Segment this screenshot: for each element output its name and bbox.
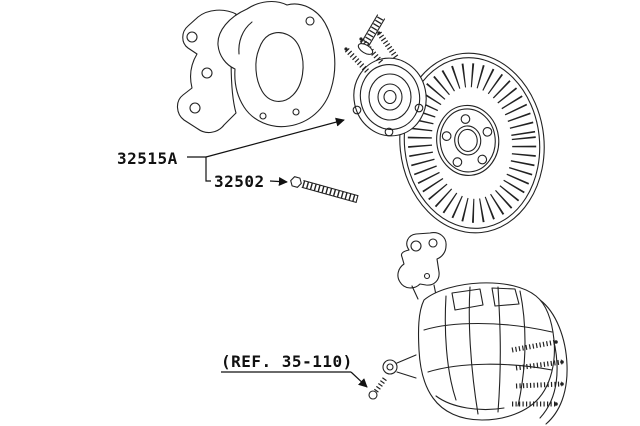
part-number-label-32502: 32502 [214,172,265,191]
disc-vent-hatching [407,63,537,223]
disc-center-bore [454,125,482,156]
hub-flange-inner [359,64,421,130]
disc-bolt-hole [460,114,471,124]
disc-hat-outer [436,104,500,176]
dust-shield-outline [217,0,336,128]
caliper-body [417,282,555,421]
wheel-hub-drawing [344,31,427,137]
banjo-bolt-head [368,390,378,400]
callout-leaders [187,117,368,388]
hub-lug-hole [352,105,362,115]
hub-bearing-ring [368,73,412,121]
caliper-rib [497,286,501,413]
wheel-stud-drawing [357,14,386,55]
hub-flange [353,57,427,137]
knuckle-detail-hole [201,67,213,79]
caliper-mount-bracket [397,232,447,289]
leader-arrow-32502 [269,177,288,187]
hub-stud-tip [344,47,348,51]
brake-disc-drawing [399,52,545,234]
wheel-stud-threads [515,359,563,371]
stud-edge [366,18,386,49]
rear-hub-arc [539,299,568,425]
knuckle-dust-shield-drawing [176,0,336,134]
disc-bolt-hole [482,126,493,137]
reference-label-35-110: (REF. 35-110) [221,352,353,371]
stud-flange-washer [357,43,374,55]
caliper-rib [444,295,457,401]
wheel-stud-tip [560,382,564,386]
dust-shield-hole [292,108,300,116]
bolt-threads [302,180,358,203]
leader-arrow-ref [350,371,368,388]
wheel-stud-tip [560,360,564,364]
fitting-boss [382,359,398,375]
wheel-stud-threads [511,339,557,353]
bolt-edge [303,180,359,197]
caliper-rib [517,290,526,407]
wheel-stud-tip [554,402,558,406]
disc-outer-edge [399,52,545,234]
hub-bore [377,83,403,111]
wheel-stud-threads [515,381,563,389]
hub-stud-threads [376,31,399,59]
bracket-bolt-hole [428,238,438,248]
fitting-hole [386,363,394,371]
disc-bolt-hole [452,157,463,167]
hub-lug-hole [414,103,424,113]
hub-stud-threads [358,37,384,64]
hub-stud-threads [344,47,369,73]
knuckle-bolt-ear-hole [186,31,198,43]
dust-shield-opening [255,32,304,102]
hub-lug-hole [384,127,394,137]
fitting-link [396,371,417,379]
caliper-lower-arc [435,395,505,411]
fitting-link [396,354,417,364]
brake-caliper-assembly-drawing [368,232,568,425]
leader-bracket-32515a [187,156,211,182]
knuckle-bolt-ear-hole [189,102,201,114]
bolt-tip [355,195,359,203]
wheel-stud-tip [554,340,558,344]
disc-inner-edge [403,57,541,229]
part-number-label-32515a: 32515A [117,149,178,168]
bracket-bolt-hole [410,240,422,252]
bracket-pin-hole [423,272,431,280]
caliper-body-line [423,322,553,333]
bolt-edge [301,186,357,203]
hub-stud-tip [359,37,363,41]
hub-cap [383,89,397,105]
stud-threads [361,15,384,48]
hub-stud-tip [377,31,381,35]
leader-arrow-32515a [205,117,345,158]
disc-bolt-hole [477,154,488,165]
brake-hose-fitting-drawing [368,354,417,400]
disc-center-bore-inner [457,128,478,152]
caliper-top-window [491,287,520,307]
stud-edge [359,14,379,45]
dust-shield-hole [259,112,267,120]
caliper-rib [468,286,479,415]
bolt-hex-head [290,176,302,188]
hub-bolt-drawing [290,176,359,203]
bracket-link [411,285,419,300]
disc-hat-inner [439,108,496,173]
dust-shield-hole [305,16,315,26]
disc-bolt-hole [441,131,452,141]
dust-shield-rib [238,21,253,55]
caliper-top-window [451,288,484,311]
